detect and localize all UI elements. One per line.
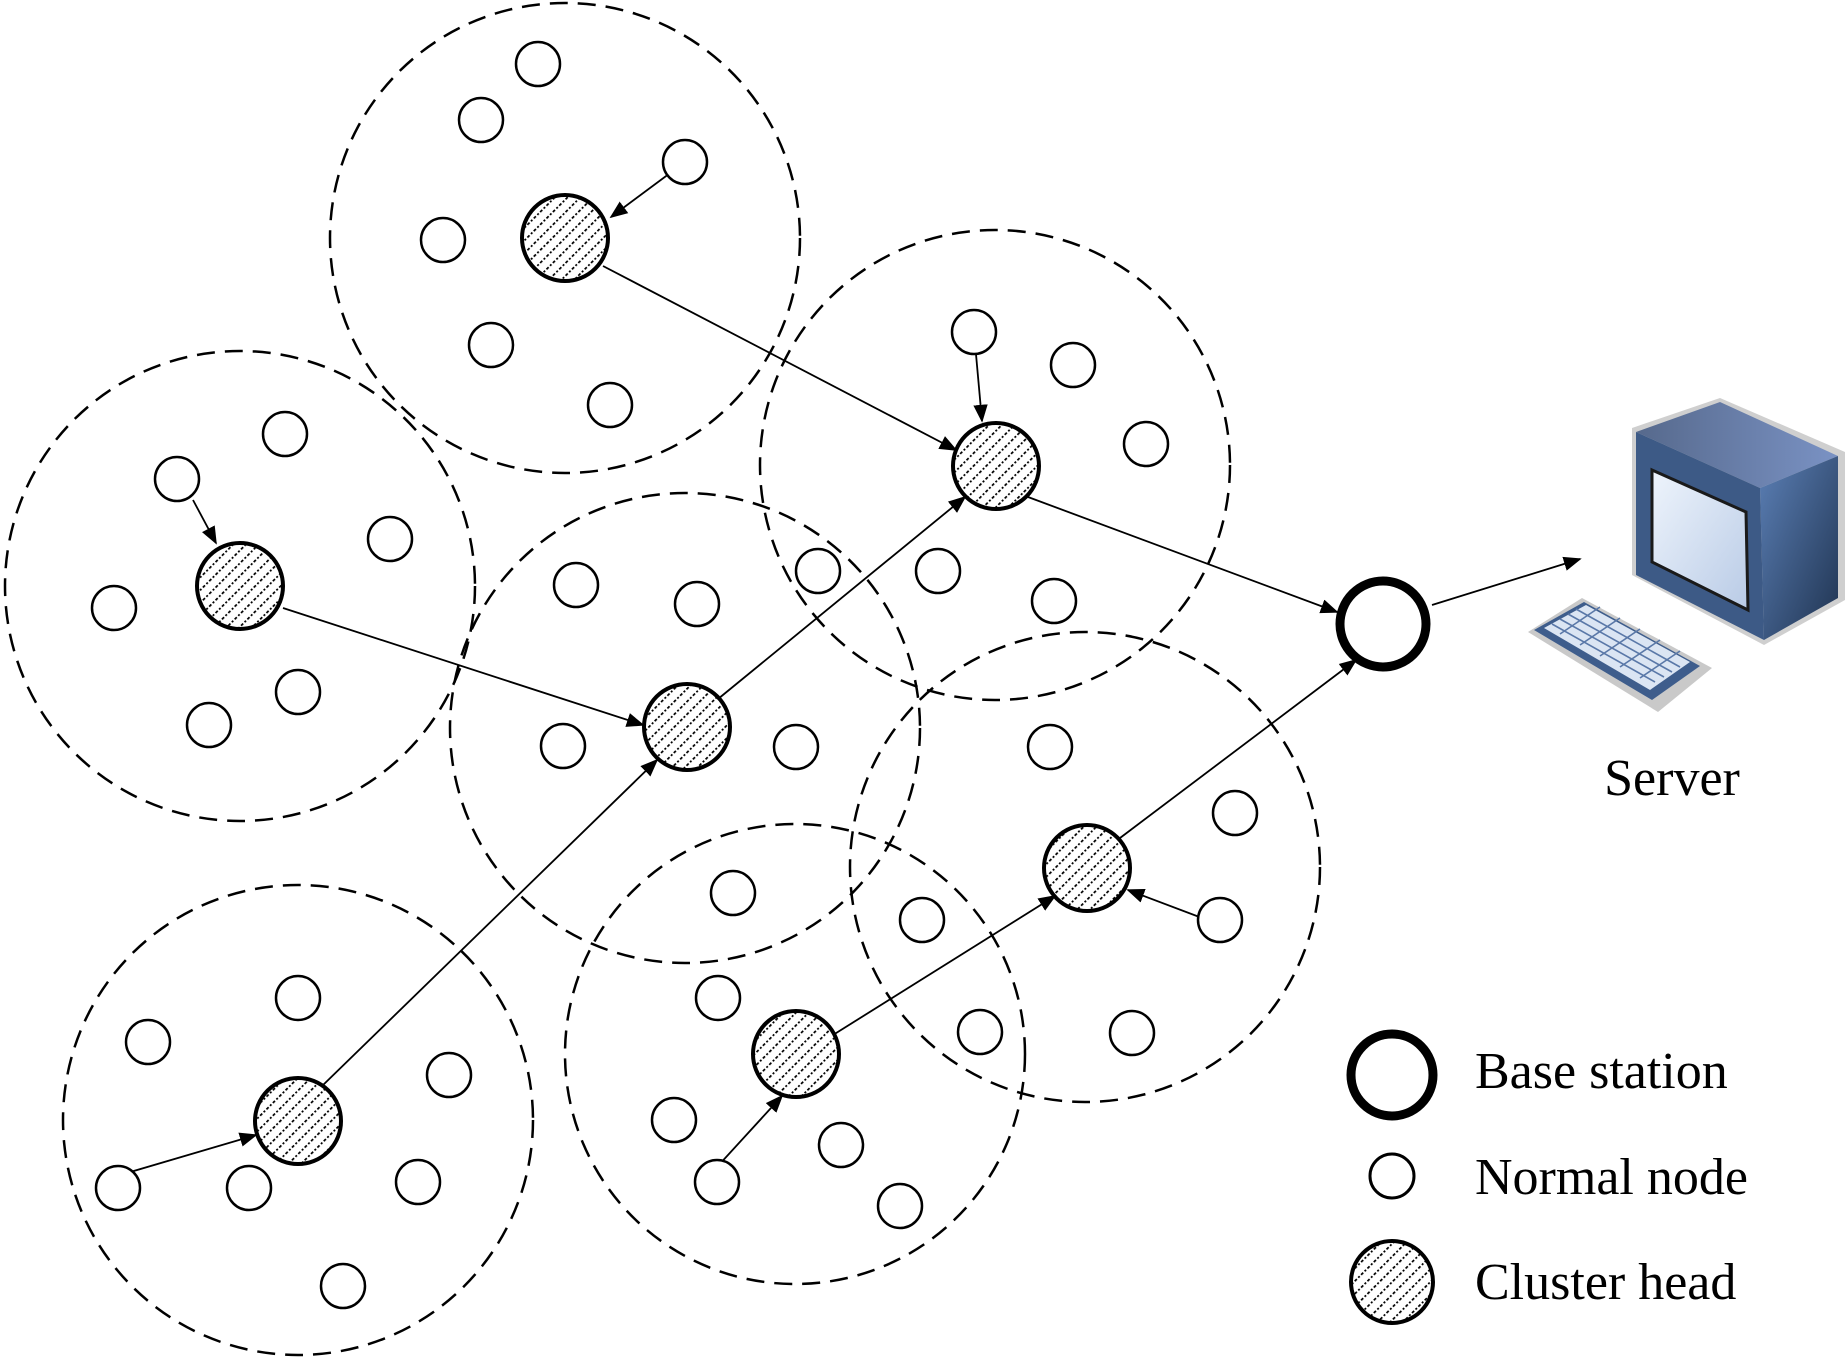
cluster-boundaries <box>3 1 1322 1357</box>
legend-cluster-head-icon <box>1349 1239 1435 1325</box>
normal-node <box>514 40 562 88</box>
normal-node <box>153 455 201 503</box>
normal-node <box>661 138 709 186</box>
normal-node <box>225 1164 273 1212</box>
cluster-boundary <box>448 491 922 965</box>
normal-node <box>817 1121 865 1169</box>
link-arrow <box>1119 658 1358 839</box>
normal-node <box>457 96 505 144</box>
cluster-boundary <box>61 883 535 1357</box>
normal-node <box>876 1182 924 1230</box>
normal-node <box>950 308 998 356</box>
normal-node <box>124 1018 172 1066</box>
normal-node <box>586 381 634 429</box>
transmission-links <box>126 161 1582 1174</box>
cluster-boundary <box>758 228 1232 702</box>
normal-node <box>898 896 946 944</box>
link-arrow <box>1027 496 1339 614</box>
normal-node <box>794 547 842 595</box>
cluster-head <box>520 193 610 283</box>
link-arrow <box>1126 888 1211 922</box>
normal-node <box>394 1158 442 1206</box>
normal-node <box>1122 420 1170 468</box>
normal-node <box>425 1051 473 1099</box>
normal-node <box>261 410 309 458</box>
normal-node <box>90 584 138 632</box>
legend-normal-node-label: Normal node <box>1475 1149 1748 1206</box>
normal-node <box>319 1262 367 1310</box>
normal-node <box>185 701 233 749</box>
server-computer-icon <box>1528 398 1845 712</box>
cluster-head <box>642 682 732 772</box>
link-arrow <box>192 499 217 545</box>
cluster-boundary <box>848 630 1322 1104</box>
cluster-boundary <box>3 349 477 823</box>
cluster-head <box>951 421 1041 511</box>
normal-node <box>709 869 757 917</box>
cluster-head <box>253 1076 343 1166</box>
normal-node <box>467 321 515 369</box>
normal-node <box>1196 896 1244 944</box>
link-arrow <box>716 1094 784 1168</box>
cluster-boundary <box>328 1 802 475</box>
normal-node <box>1049 341 1097 389</box>
cluster-head <box>195 541 285 631</box>
link-arrow <box>320 758 659 1088</box>
legend-base-station-icon <box>1346 1029 1438 1121</box>
link-arrow <box>832 895 1057 1036</box>
normal-node <box>1026 723 1074 771</box>
legend-base-station-label: Base station <box>1475 1043 1728 1100</box>
normal-node <box>956 1008 1004 1056</box>
normal-node <box>539 722 587 770</box>
cluster-head <box>751 1009 841 1099</box>
link-arrow <box>1431 556 1582 606</box>
legend-cluster-head-label: Cluster head <box>1475 1254 1736 1311</box>
normal-node <box>650 1096 698 1144</box>
normal-node <box>694 974 742 1022</box>
cluster-head <box>1042 823 1132 913</box>
base-station <box>1335 576 1431 672</box>
normal-node <box>1211 789 1259 837</box>
link-arrow <box>126 1132 258 1174</box>
sensor-nodes <box>90 40 1259 1310</box>
normal-node <box>366 515 414 563</box>
normal-node <box>419 216 467 264</box>
normal-node <box>1030 577 1078 625</box>
legend-normal-node-icon <box>1368 1152 1416 1200</box>
server-label: Server <box>1604 750 1740 807</box>
normal-node <box>552 561 600 609</box>
normal-node <box>94 1164 142 1212</box>
normal-node <box>274 668 322 716</box>
normal-node <box>673 580 721 628</box>
link-arrow <box>717 495 967 700</box>
link-arrow <box>602 265 958 451</box>
normal-node <box>914 547 962 595</box>
cluster-boundary <box>563 822 1027 1286</box>
normal-node <box>772 723 820 771</box>
normal-node <box>693 1158 741 1206</box>
normal-node <box>1108 1009 1156 1057</box>
link-arrow <box>282 607 645 727</box>
legend: Base station Normal node Cluster head <box>1346 1029 1748 1325</box>
normal-node <box>274 974 322 1022</box>
